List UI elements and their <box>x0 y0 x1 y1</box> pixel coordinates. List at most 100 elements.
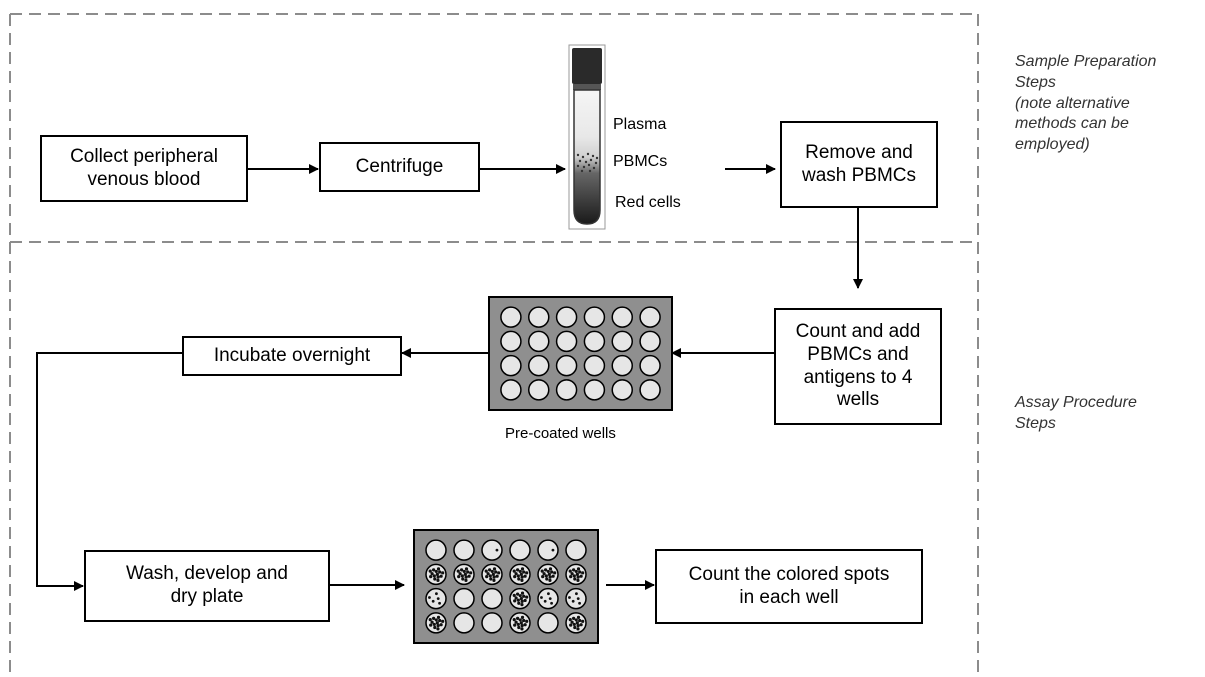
spot <box>436 567 441 571</box>
spot <box>543 599 547 603</box>
spot <box>436 615 441 619</box>
well <box>583 330 606 353</box>
well <box>509 539 531 561</box>
spot <box>545 577 549 581</box>
spot <box>485 575 489 579</box>
spot <box>551 574 555 578</box>
spot <box>520 591 525 595</box>
well <box>481 539 503 561</box>
spot <box>516 622 520 627</box>
spot <box>438 570 442 574</box>
spot <box>484 569 488 573</box>
well <box>481 587 503 610</box>
spot <box>576 578 580 583</box>
spot <box>520 627 524 631</box>
red-cells-label: Red cells <box>615 194 681 211</box>
spot <box>548 575 552 579</box>
spot <box>514 572 518 576</box>
spot <box>464 578 468 583</box>
spot <box>540 569 544 573</box>
spot <box>434 618 438 622</box>
spot <box>573 625 577 630</box>
spot <box>462 569 466 574</box>
spot <box>497 571 501 575</box>
well <box>565 587 587 610</box>
spot <box>576 627 580 631</box>
well <box>500 330 522 353</box>
well <box>611 306 633 328</box>
spot <box>492 567 497 571</box>
spot <box>429 623 433 627</box>
spot <box>518 594 522 598</box>
spot <box>579 574 583 578</box>
spot <box>461 577 465 581</box>
well <box>425 587 447 610</box>
section-frames <box>9 13 979 677</box>
spot <box>441 619 445 623</box>
well <box>453 612 475 634</box>
spot <box>456 569 460 573</box>
spot <box>430 572 434 576</box>
spot <box>568 618 572 622</box>
well <box>500 354 522 377</box>
spot <box>432 568 436 572</box>
spot <box>575 572 579 576</box>
well <box>500 379 522 401</box>
spot <box>435 592 438 596</box>
spot <box>441 571 445 575</box>
spot <box>469 571 473 575</box>
spot <box>525 571 529 575</box>
spot <box>429 575 433 579</box>
spot <box>434 569 438 574</box>
spot <box>572 574 576 578</box>
spot <box>520 624 524 628</box>
spot <box>439 574 443 578</box>
spot <box>574 569 578 574</box>
spot <box>516 574 520 578</box>
spot <box>568 569 572 573</box>
well <box>528 354 550 377</box>
spot <box>519 572 523 576</box>
spot <box>458 572 462 576</box>
spot <box>492 578 496 583</box>
spot <box>519 597 523 601</box>
spot <box>490 569 494 574</box>
spot <box>523 598 527 603</box>
spot <box>514 620 518 624</box>
spot <box>492 575 496 579</box>
incubate-box: Incubate overnight <box>182 336 402 376</box>
well <box>639 354 661 377</box>
centrifuge-tube <box>568 44 606 230</box>
spot <box>436 627 440 631</box>
spot <box>542 572 546 576</box>
spot <box>488 568 492 572</box>
spot <box>495 548 499 552</box>
spot <box>436 624 440 628</box>
spot <box>574 618 578 622</box>
sample-prep-label: Sample Preparation Steps (note alternati… <box>1015 53 1157 154</box>
spot <box>466 570 470 574</box>
spot <box>464 575 468 579</box>
spot <box>525 595 529 599</box>
spot <box>516 598 520 602</box>
spot <box>581 619 585 623</box>
spot <box>572 622 576 627</box>
spot <box>517 601 521 605</box>
well <box>555 379 578 401</box>
spot <box>525 619 529 623</box>
precoated-wells-label: Pre-coated wells <box>505 425 616 442</box>
spot <box>569 575 573 579</box>
spot <box>547 592 550 596</box>
spot <box>522 618 526 623</box>
spot <box>435 621 439 625</box>
spot <box>512 593 516 597</box>
spot <box>513 623 517 627</box>
spot <box>436 578 440 583</box>
spot <box>457 575 461 579</box>
spot <box>520 603 524 607</box>
spot <box>428 618 432 622</box>
centrifuge-box: Centrifuge <box>319 142 480 192</box>
